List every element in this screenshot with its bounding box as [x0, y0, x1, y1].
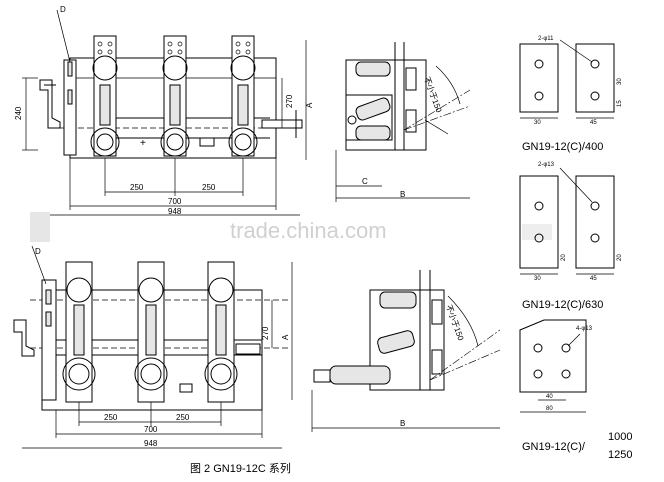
bottom-dim-250-left: 250	[104, 413, 118, 422]
top-side-insulator-1	[355, 61, 391, 77]
top-side-insulator-2	[355, 97, 391, 121]
top-side-label-c: C	[362, 177, 368, 186]
terminal-1000-hole: 4-φ13	[576, 326, 593, 332]
watermark-text: trade.china.com	[230, 218, 387, 243]
svg-text:+: +	[140, 138, 146, 149]
terminal-400-h1: 30	[617, 78, 623, 85]
top-pole-3	[228, 35, 258, 157]
terminal-1000-model-prefix: GN19-12(C)/	[522, 441, 586, 453]
bottom-pole-3	[204, 261, 238, 403]
bottom-side-angle: 不小于150	[444, 304, 465, 343]
bottom-dim-270: 270	[261, 326, 270, 340]
top-side-insulator-3	[355, 125, 391, 141]
top-label-d: D	[60, 5, 66, 14]
terminal-630-w1: 30	[534, 276, 541, 282]
bottom-side-view: 不小于150 B	[311, 270, 501, 432]
top-dim-240: 240	[14, 106, 23, 120]
bottom-label-d: D	[35, 247, 41, 256]
terminal-400-hole: 2-φ11	[538, 36, 554, 42]
top-dim-250-right: 250	[202, 183, 216, 192]
bottom-side-label-b: B	[400, 419, 405, 428]
top-pole-2	[160, 35, 190, 157]
top-side-label-b: B	[400, 190, 405, 199]
bottom-side-insulator-3	[329, 365, 391, 385]
watermark-blur-marks	[30, 212, 552, 242]
bottom-side-insulator-2	[377, 330, 415, 354]
bottom-front-view: D 270 A 250 250 700 948	[13, 245, 293, 449]
bottom-pole-1	[62, 261, 96, 403]
top-side-view: 不小于150 C B	[335, 42, 471, 202]
terminal-1000-w1: 40	[546, 394, 553, 400]
terminal-1000-model-b: 1250	[608, 449, 632, 461]
terminal-630-hole: 2-φ13	[538, 162, 555, 168]
terminal-1000-model-a: 1000	[608, 431, 632, 443]
top-dim-948: 948	[168, 207, 182, 216]
bottom-dim-948: 948	[144, 439, 158, 448]
top-pole-1	[90, 35, 120, 157]
top-dim-250-left: 250	[130, 183, 144, 192]
bottom-dim-700: 700	[144, 425, 158, 434]
top-side-angle: 不小于150	[422, 76, 443, 115]
top-dim-a: A	[305, 102, 314, 108]
terminal-detail-400: 2-φ11 30 45 30 15 GN19-12(C)/400	[519, 36, 623, 153]
terminal-400-h2: 15	[617, 100, 623, 107]
bottom-pole-2	[134, 261, 168, 403]
terminal-400-model: GN19-12(C)/400	[522, 141, 603, 153]
terminal-400-w2: 45	[590, 120, 597, 126]
terminal-400-w1: 30	[534, 120, 541, 126]
terminal-630-w2: 45	[590, 276, 597, 282]
terminal-detail-630: 2-φ13 30 45 20 20 GN19-12(C)/630	[519, 162, 623, 311]
bottom-operating-handle	[13, 319, 35, 357]
bottom-dim-250-right: 250	[176, 413, 190, 422]
top-dim-270: 270	[285, 94, 294, 108]
top-dim-700: 700	[168, 197, 182, 206]
terminal-1000-w2: 80	[546, 406, 553, 412]
terminal-630-h2: 20	[617, 254, 623, 261]
top-operating-handle	[39, 79, 61, 129]
figure-caption: 图 2 GN19-12C 系列	[190, 461, 291, 475]
terminal-630-h1: 20	[561, 254, 567, 261]
top-front-view: + D 240 270 A 250 250 700 948	[14, 5, 314, 216]
terminal-630-model: GN19-12(C)/630	[522, 299, 603, 311]
terminal-detail-1000-1250: 4-φ13 40 80 GN19-12(C)/ 1000 1250	[519, 319, 632, 461]
bottom-side-insulator-1	[379, 291, 417, 309]
bottom-dim-a: A	[281, 334, 290, 340]
